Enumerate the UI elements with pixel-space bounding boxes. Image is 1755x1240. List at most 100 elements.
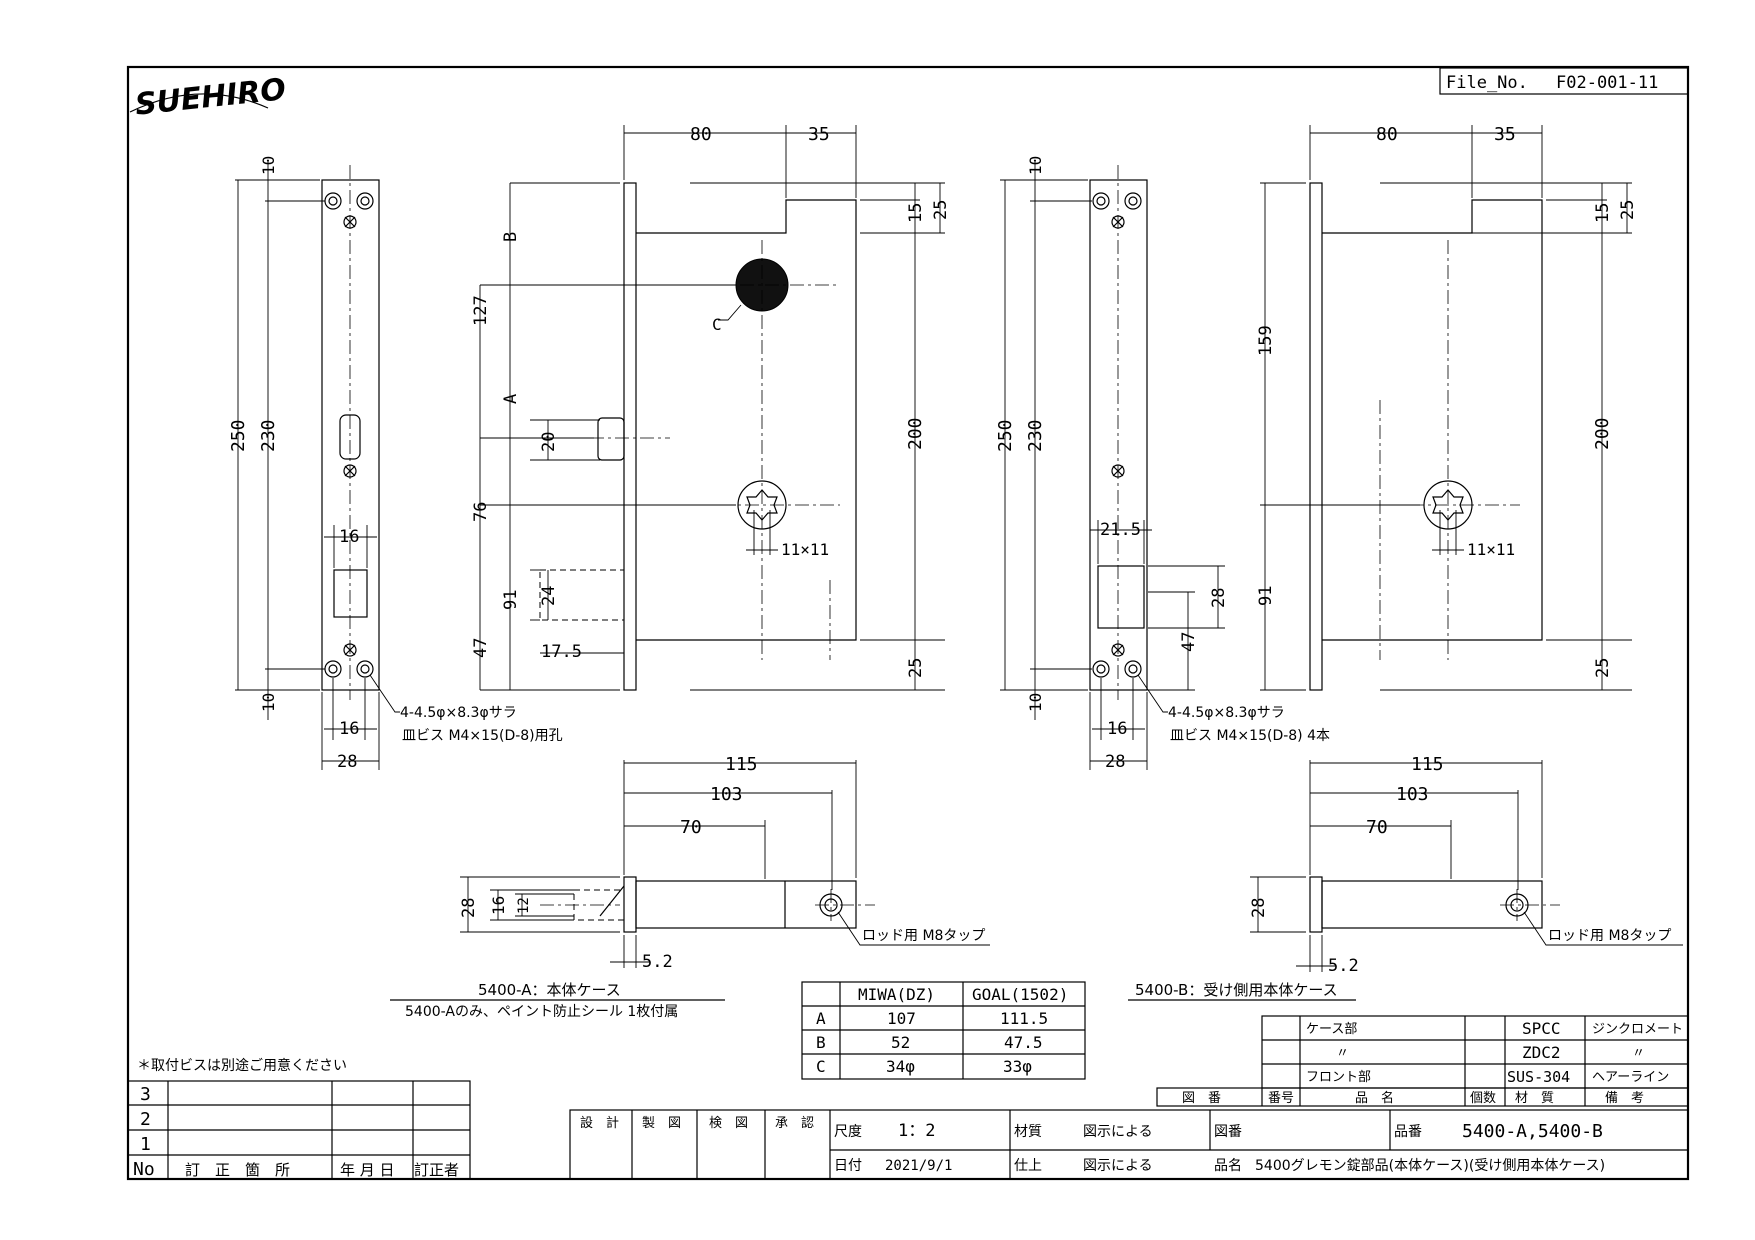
svg-text:C: C bbox=[816, 1057, 826, 1076]
svg-text:5.2: 5.2 bbox=[642, 952, 673, 972]
svg-text:ケース部: ケース部 bbox=[1306, 1022, 1357, 1037]
svg-text:B: B bbox=[501, 232, 521, 242]
svg-text:B: B bbox=[816, 1033, 826, 1052]
svg-text:12: 12 bbox=[516, 897, 532, 914]
svg-text:17.5: 17.5 bbox=[541, 642, 582, 662]
svg-text:フロント部: フロント部 bbox=[1306, 1070, 1371, 1085]
svg-text:C: C bbox=[712, 315, 722, 334]
svg-text:70: 70 bbox=[680, 817, 702, 838]
revision-table: 3 2 1 No 訂 正 箇 所 年 月 日 訂正者 bbox=[127, 1080, 471, 1180]
svg-text:15: 15 bbox=[906, 203, 926, 223]
screw-hole bbox=[324, 192, 342, 210]
svg-text:21.5: 21.5 bbox=[1100, 520, 1141, 540]
screw-hole bbox=[343, 464, 357, 478]
svg-text:16: 16 bbox=[489, 896, 508, 915]
view-a-side-body: 80 35 15 25 200 25 B 127 A 76 91 47 20 bbox=[471, 124, 951, 691]
screws-note: ＊取付ビスは別途ご用意ください bbox=[137, 1057, 347, 1074]
spindle-hole bbox=[1423, 480, 1473, 530]
title-block: 設 計 製 図 検 図 承 認 尺度 1：2 日付 2021/9/1 材質 図示… bbox=[569, 1109, 1689, 1180]
svg-text:訂 正 箇 所: 訂 正 箇 所 bbox=[185, 1161, 290, 1179]
svg-text:16: 16 bbox=[339, 527, 359, 547]
svg-text:10: 10 bbox=[1026, 156, 1045, 175]
svg-text:2: 2 bbox=[140, 1109, 151, 1130]
svg-text:25: 25 bbox=[906, 658, 926, 678]
svg-text:91: 91 bbox=[1256, 586, 1276, 606]
svg-text:11×11: 11×11 bbox=[1467, 540, 1515, 559]
svg-text:GOAL(1502): GOAL(1502) bbox=[972, 985, 1068, 1004]
file-number-box: File_No. F02-001-11 bbox=[1439, 67, 1689, 95]
svg-text:皿ビス M4×15(D-8) 4本: 皿ビス M4×15(D-8) 4本 bbox=[1170, 728, 1330, 744]
svg-text:ZDC2: ZDC2 bbox=[1522, 1043, 1561, 1062]
svg-text:個数: 個数 bbox=[1470, 1091, 1496, 1106]
svg-text:33φ: 33φ bbox=[1003, 1057, 1032, 1076]
screw-hole bbox=[1092, 660, 1110, 678]
svg-text:103: 103 bbox=[710, 784, 743, 805]
svg-text:A: A bbox=[501, 394, 521, 404]
svg-text:訂正者: 訂正者 bbox=[414, 1161, 459, 1179]
svg-text:25: 25 bbox=[1618, 200, 1638, 220]
svg-text:ロッド用 M8タップ: ロッド用 M8タップ bbox=[1548, 928, 1671, 944]
strike-hole bbox=[1097, 565, 1145, 629]
svg-text:図 番: 図 番 bbox=[1182, 1091, 1221, 1106]
view-b-front-plate: 10 250 230 10 21.5 28 47 16 28 4-4.5φ×8.… bbox=[995, 156, 1330, 772]
svg-text:200: 200 bbox=[905, 417, 926, 450]
svg-text:仕上: 仕上 bbox=[1014, 1158, 1042, 1174]
view-a-bottom: 115 103 70 28 16 12 5.2 ロッド用 M8タップ bbox=[459, 754, 990, 972]
svg-text:1: 1 bbox=[140, 1134, 151, 1155]
svg-text:28: 28 bbox=[1249, 898, 1269, 918]
svg-text:番号: 番号 bbox=[1268, 1091, 1294, 1106]
svg-text:SPCC: SPCC bbox=[1522, 1019, 1561, 1038]
svg-text:115: 115 bbox=[1411, 754, 1444, 775]
svg-text:製 図: 製 図 bbox=[642, 1116, 681, 1131]
svg-text:250: 250 bbox=[228, 419, 249, 452]
svg-text:品番: 品番 bbox=[1394, 1124, 1422, 1140]
svg-text:図示による: 図示による bbox=[1083, 1158, 1153, 1174]
svg-text:3: 3 bbox=[140, 1084, 151, 1105]
svg-text:備 考: 備 考 bbox=[1605, 1090, 1644, 1106]
svg-text:日付: 日付 bbox=[834, 1158, 862, 1174]
svg-text:MIWA(DZ): MIWA(DZ) bbox=[858, 985, 935, 1004]
latch-hole bbox=[339, 414, 361, 460]
parts-table: ケース部 SPCC ジンクロメート 〃 ZDC2 〃 フロント部 SUS-304… bbox=[1156, 1015, 1689, 1107]
svg-text:28: 28 bbox=[1105, 752, 1125, 772]
svg-text:107: 107 bbox=[887, 1009, 916, 1028]
svg-text:24: 24 bbox=[539, 586, 559, 606]
svg-text:35: 35 bbox=[1494, 124, 1516, 145]
spindle-hole bbox=[737, 480, 787, 530]
svg-text:25: 25 bbox=[1593, 658, 1613, 678]
svg-text:品名: 品名 bbox=[1214, 1158, 1242, 1174]
svg-text:47: 47 bbox=[471, 638, 491, 658]
strike-hole bbox=[333, 569, 368, 618]
screw-hole bbox=[1111, 643, 1125, 657]
svg-text:47.5: 47.5 bbox=[1004, 1033, 1043, 1052]
svg-text:材 質: 材 質 bbox=[1515, 1091, 1554, 1106]
screw-hole bbox=[343, 643, 357, 657]
svg-text:4-4.5φ×8.3φサラ: 4-4.5φ×8.3φサラ bbox=[400, 705, 517, 721]
svg-text:図示による: 図示による bbox=[1083, 1124, 1153, 1140]
screw-hole bbox=[1092, 192, 1110, 210]
svg-text:20: 20 bbox=[539, 432, 559, 452]
svg-text:25: 25 bbox=[931, 200, 951, 220]
svg-text:No: No bbox=[133, 1159, 155, 1180]
svg-text:F02-001-11: F02-001-11 bbox=[1556, 73, 1658, 93]
caption-b: 5400-B：受け側用本体ケース bbox=[1128, 981, 1356, 1001]
svg-text:15: 15 bbox=[1593, 203, 1613, 223]
svg-text:2021/9/1: 2021/9/1 bbox=[885, 1158, 952, 1174]
svg-text:ジンクロメート: ジンクロメート bbox=[1592, 1022, 1683, 1037]
view-b-side-body: 80 35 15 25 200 25 159 91 11×11 bbox=[1256, 124, 1638, 691]
svg-text:設 計: 設 計 bbox=[580, 1115, 619, 1131]
svg-text:70: 70 bbox=[1366, 817, 1388, 838]
svg-text:図番: 図番 bbox=[1214, 1124, 1242, 1140]
svg-text:〃: 〃 bbox=[1336, 1046, 1349, 1061]
svg-text:5400-A,5400-B: 5400-A,5400-B bbox=[1462, 1121, 1603, 1142]
svg-text:230: 230 bbox=[1025, 419, 1046, 452]
svg-text:皿ビス M4×15(D-8)用孔: 皿ビス M4×15(D-8)用孔 bbox=[402, 728, 563, 744]
svg-text:230: 230 bbox=[258, 419, 279, 452]
svg-text:10: 10 bbox=[1026, 693, 1045, 712]
svg-text:承 認: 承 認 bbox=[775, 1115, 814, 1131]
svg-text:品 名: 品 名 bbox=[1355, 1090, 1394, 1106]
suehiro-logo: SUEHIRO bbox=[129, 72, 288, 123]
svg-text:1：2: 1：2 bbox=[898, 1121, 935, 1141]
svg-text:28: 28 bbox=[337, 752, 357, 772]
